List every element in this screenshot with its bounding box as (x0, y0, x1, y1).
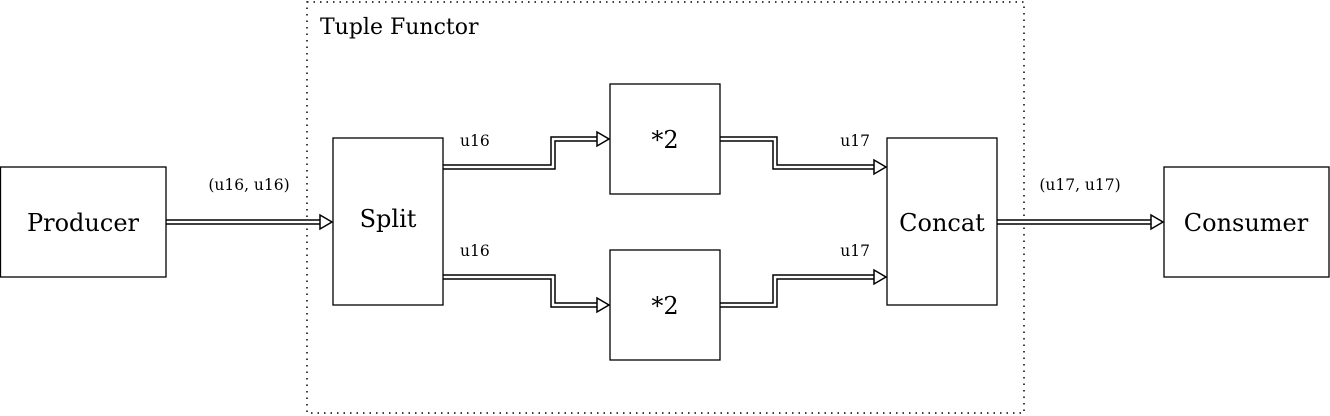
arrowhead-icon (873, 268, 888, 286)
node-mul-top-label: *2 (651, 126, 678, 154)
node-producer-label: Producer (27, 209, 140, 237)
edge-label-split-to-mul-top: u16 (460, 132, 490, 150)
node-concat: Concat (886, 137, 998, 306)
node-mul-top: *2 (609, 83, 721, 195)
arrowhead-icon (596, 296, 611, 314)
node-split: Split (332, 137, 444, 306)
arrowhead-icon (873, 158, 888, 176)
edge-label-split-to-mul-bottom: u16 (460, 242, 490, 260)
tuple-functor-group (306, 1, 1025, 414)
node-consumer-label: Consumer (1184, 209, 1309, 237)
edge-split-to-mul-bottom (443, 274, 611, 314)
node-split-label: Split (360, 205, 417, 233)
edge-producer-to-split (166, 213, 334, 231)
edge-label-mul-top-to-concat: u17 (840, 132, 870, 150)
edge-mul-top-to-concat (720, 136, 888, 176)
edge-label-producer-to-split: (u16, u16) (208, 176, 289, 194)
edge-label-concat-to-consumer: (u17, u17) (1039, 176, 1120, 194)
edge-label-mul-bottom-to-concat: u17 (840, 242, 870, 260)
node-producer: Producer (0, 166, 167, 278)
node-mul-bottom: *2 (609, 249, 721, 361)
node-consumer: Consumer (1163, 166, 1330, 278)
edge-mul-bottom-to-concat (720, 268, 888, 308)
arrowhead-icon (596, 130, 611, 148)
node-mul-bottom-label: *2 (651, 292, 678, 320)
edge-split-to-mul-top (443, 130, 611, 170)
edge-concat-to-consumer (997, 213, 1165, 231)
group-label: Tuple Functor (320, 15, 479, 40)
arrowhead-icon (1150, 213, 1165, 231)
node-concat-label: Concat (899, 209, 985, 237)
arrowhead-icon (319, 213, 334, 231)
